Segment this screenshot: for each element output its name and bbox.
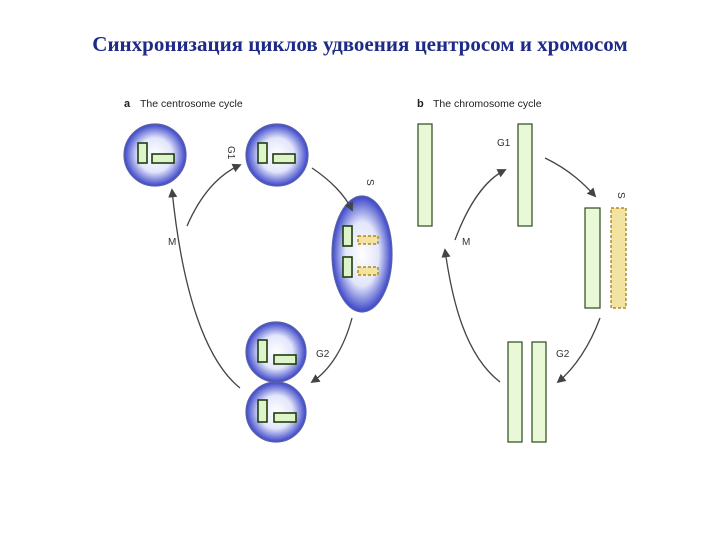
panel-b-letter: b bbox=[417, 98, 424, 110]
procentriole bbox=[357, 266, 379, 276]
arrow-b-m-to-g1 bbox=[454, 169, 507, 241]
arrow-s-to-g2 bbox=[310, 317, 353, 384]
centriole-daughter bbox=[272, 153, 296, 164]
arrow-b-g1-to-s bbox=[544, 157, 597, 198]
panel-a-letter: a bbox=[124, 98, 131, 110]
chromatid-g2-right bbox=[531, 341, 547, 443]
centriole-mother bbox=[257, 399, 268, 423]
centriole-mother bbox=[257, 339, 268, 363]
chromosome-m bbox=[417, 123, 433, 227]
chromatid-old bbox=[584, 207, 601, 309]
arrow-b-g2-to-m bbox=[441, 248, 501, 383]
chromosome-s bbox=[584, 207, 627, 309]
centrosome-cell-4 bbox=[245, 321, 307, 383]
panel-a-title: The centrosome cycle bbox=[140, 98, 243, 110]
arrow-g2-to-m bbox=[168, 188, 241, 389]
centriole-daughter bbox=[273, 412, 297, 423]
label-g1: G1 bbox=[225, 146, 236, 160]
arrow-b-s-to-g2 bbox=[556, 317, 601, 384]
centrosome-cell-5 bbox=[245, 381, 307, 443]
centriole-daughter bbox=[273, 354, 297, 365]
centriole-old bbox=[342, 256, 353, 278]
centrosome-cell-1 bbox=[123, 123, 187, 187]
centriole-mother bbox=[257, 142, 268, 164]
centriole-daughter bbox=[151, 153, 175, 164]
centrosome-cell-2 bbox=[245, 123, 309, 187]
chromosome-g1 bbox=[517, 123, 533, 227]
chromatid-new bbox=[610, 207, 627, 309]
chromatid-g2-left bbox=[507, 341, 523, 443]
procentriole bbox=[357, 235, 379, 245]
centrosome-cell-3 bbox=[331, 195, 393, 313]
arrow-m-to-g1 bbox=[186, 163, 242, 227]
panel-b-title: The chromosome cycle bbox=[433, 98, 542, 110]
label-b-s: S bbox=[615, 192, 626, 199]
centriole-mother bbox=[137, 142, 148, 164]
label-s: S bbox=[364, 179, 375, 186]
page-title: Синхронизация циклов удвоения центросом … bbox=[92, 32, 628, 56]
label-b-g1: G1 bbox=[497, 138, 511, 149]
label-b-g2: G2 bbox=[556, 349, 570, 360]
centriole-old bbox=[342, 225, 353, 247]
label-m: M bbox=[168, 237, 176, 248]
arrow-g1-to-s bbox=[311, 167, 354, 212]
label-g2: G2 bbox=[316, 349, 330, 360]
label-b-m: M bbox=[462, 237, 470, 248]
